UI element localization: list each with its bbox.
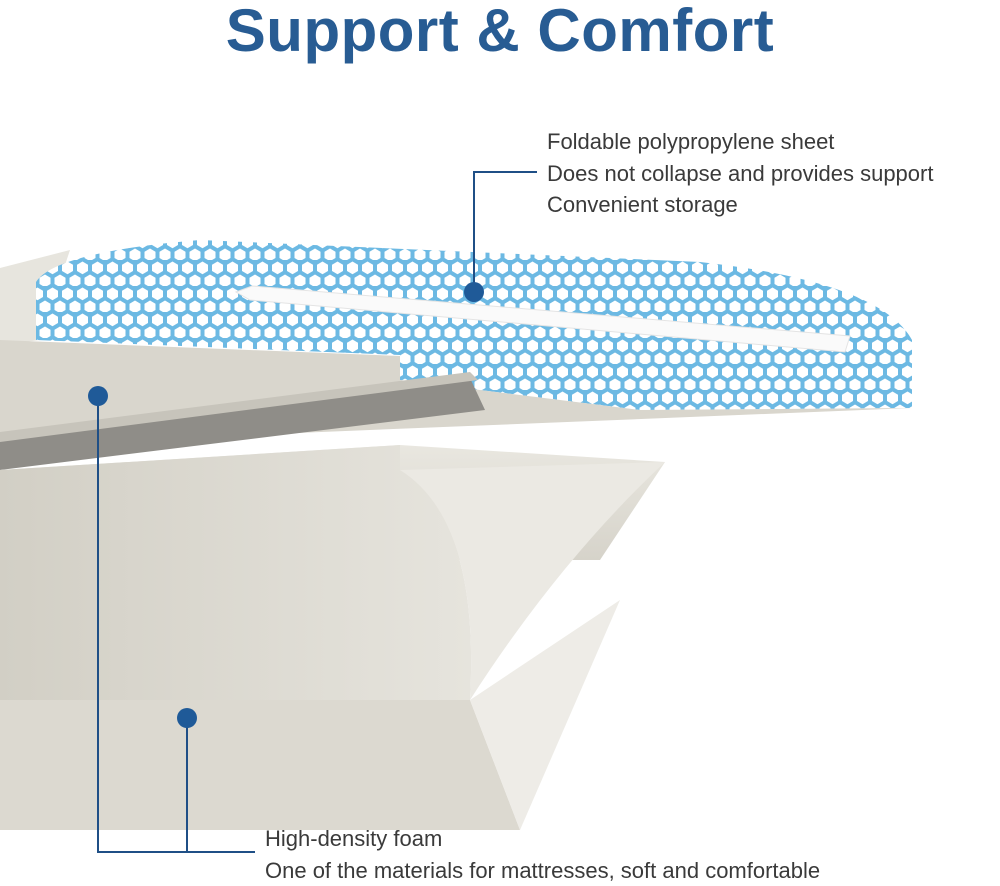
sheet-callout-text: Foldable polypropylene sheet Does not co… xyxy=(547,126,933,221)
sheet-leader-vertical xyxy=(473,171,475,292)
foam-leader-right xyxy=(186,718,188,853)
foam-callout-text: High-density foam One of the materials f… xyxy=(265,823,820,886)
sheet-callout-line: Does not collapse and provides support xyxy=(547,158,933,190)
sheet-marker-dot xyxy=(464,282,484,302)
foam-marker-dot-lower xyxy=(177,708,197,728)
foam-leader-horizontal xyxy=(97,851,255,853)
foam-marker-dot-upper xyxy=(88,386,108,406)
foam-leader-left xyxy=(97,396,99,853)
lower-foam-front xyxy=(0,445,471,700)
sheet-leader-horizontal xyxy=(473,171,537,173)
foam-callout-line: One of the materials for mattresses, sof… xyxy=(265,855,820,886)
foam-callout-heading: High-density foam xyxy=(265,823,820,855)
lower-foam-bottom xyxy=(0,700,520,830)
sheet-callout-line: Convenient storage xyxy=(547,189,933,221)
sheet-callout-heading: Foldable polypropylene sheet xyxy=(547,126,933,158)
